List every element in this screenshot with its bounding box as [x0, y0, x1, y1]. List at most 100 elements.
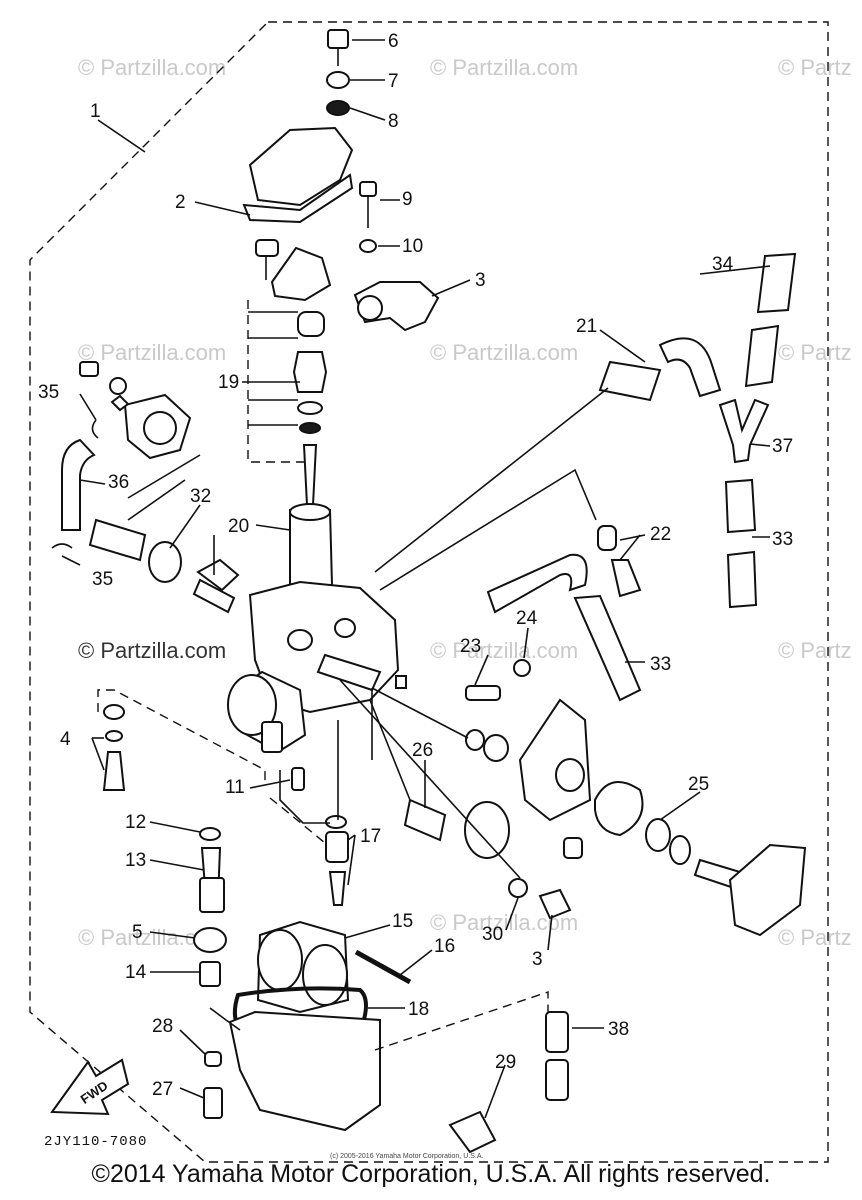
callout-label: 29	[495, 1052, 516, 1073]
screw	[563, 837, 583, 859]
lever-hole	[555, 758, 585, 792]
callout-labels: 1 2 3 3 4 5 6 7 8 9 10 11 12 13 14 15 16…	[38, 31, 793, 1100]
callout-label: 9	[402, 189, 413, 210]
guide-line	[371, 687, 469, 739]
hose-33-mid	[573, 594, 642, 702]
guide-line	[379, 468, 597, 591]
screw-head	[359, 181, 377, 197]
small-copyright: (c) 2005-2016 Yamaha Motor Corporation, …	[330, 1153, 483, 1160]
hose-33	[724, 478, 757, 534]
hose-34	[756, 252, 797, 314]
hose-33-lower	[726, 550, 758, 609]
callout-label: 15	[392, 911, 413, 932]
throttle-linkage	[371, 659, 807, 937]
guide-line	[269, 797, 326, 844]
float-chamber	[228, 1010, 381, 1132]
callout-label: 26	[412, 740, 433, 761]
needle-clip	[297, 401, 323, 415]
carb-lower-boss	[261, 721, 283, 753]
watermark: © Partz	[778, 340, 852, 365]
callout-label: 25	[688, 774, 709, 795]
starter-bore	[143, 411, 177, 445]
guide-line	[279, 770, 330, 824]
drain-screw-29	[448, 1110, 497, 1154]
guide-line	[209, 1007, 241, 1031]
y-joint-37	[718, 398, 770, 464]
callout-label: 16	[434, 936, 455, 957]
vent-hose	[486, 553, 588, 614]
collar-24	[513, 659, 531, 677]
float-chamber-group	[203, 920, 569, 1154]
screw-head	[79, 361, 99, 377]
callout-label: 5	[132, 922, 143, 943]
jet-11	[291, 767, 305, 791]
callout-label: 7	[388, 71, 399, 92]
screw-head	[327, 29, 349, 49]
callout-label: 1	[90, 101, 101, 122]
top-cover-group	[242, 29, 440, 332]
o-ring	[325, 815, 347, 829]
washer-30	[508, 878, 528, 898]
float-pontoon	[257, 929, 303, 991]
watermark: © Partzilla.com	[430, 340, 578, 365]
needle-clip-seat	[292, 351, 328, 393]
callout-label: 10	[402, 236, 423, 257]
watermark: © Partzilla.com	[78, 55, 226, 80]
washer	[465, 729, 485, 751]
callout-label: 32	[190, 486, 211, 507]
clip-35	[51, 543, 73, 549]
starter-plunger	[196, 558, 240, 592]
starter-group	[51, 361, 240, 614]
washer-5	[193, 927, 227, 953]
drain-hose-38-lower	[545, 1059, 569, 1101]
callout-label: 36	[108, 472, 129, 493]
assembly-boundary	[29, 21, 829, 1163]
fwd-arrow-icon	[50, 1058, 130, 1116]
callout-label: 20	[228, 516, 249, 537]
guide-line	[247, 300, 304, 463]
inlet-bore	[227, 674, 277, 736]
clip-35	[91, 419, 99, 439]
starter-nipple	[110, 394, 130, 412]
jet-group	[97, 679, 572, 987]
callout-label: 12	[125, 812, 146, 833]
spring-22	[597, 525, 617, 551]
callout-label: 3	[475, 270, 486, 291]
footer-copyright: ©2014 Yamaha Motor Corporation, U.S.A. A…	[91, 1160, 771, 1188]
watermark: © Partz	[778, 55, 852, 80]
throttle-slide-group	[247, 239, 334, 586]
starter-plunger-cap	[148, 541, 182, 583]
watermark-layer: © Partzilla.com © Partzilla.com © Partz …	[78, 55, 852, 950]
lock-washer	[326, 71, 350, 89]
callout-label: 28	[152, 1016, 173, 1037]
main-jet-14	[199, 961, 221, 987]
float-pontoon	[302, 944, 348, 1006]
screw-23	[465, 685, 501, 701]
drain-hose-38	[545, 1011, 569, 1053]
spring	[103, 704, 125, 720]
throttle-lever-plate	[518, 698, 592, 822]
hose-36	[61, 438, 96, 531]
cap-gasket	[242, 173, 354, 224]
callout-label: 14	[125, 962, 147, 983]
pilot-screw	[102, 751, 126, 791]
watermark: © Partz	[778, 925, 852, 950]
valve-top	[289, 503, 331, 521]
screw-22	[610, 559, 642, 598]
starter-lever	[192, 578, 236, 614]
callout-label: 38	[608, 1019, 629, 1040]
callout-label: 35	[38, 382, 59, 403]
guide-line	[127, 454, 201, 499]
guide-line	[374, 387, 609, 573]
body-nipple	[395, 675, 407, 689]
fwd-arrow: FWD	[50, 1058, 130, 1116]
watermark: © Partzilla.com	[78, 340, 226, 365]
callout-label: 34	[712, 254, 734, 275]
throttle-valve	[289, 509, 334, 586]
callout-label: 30	[482, 924, 503, 945]
diagram-code: 2JY110-7080	[44, 1134, 147, 1150]
watermark: © Partz	[778, 638, 852, 663]
guide-line	[339, 679, 521, 879]
callout-label: 37	[772, 436, 793, 457]
